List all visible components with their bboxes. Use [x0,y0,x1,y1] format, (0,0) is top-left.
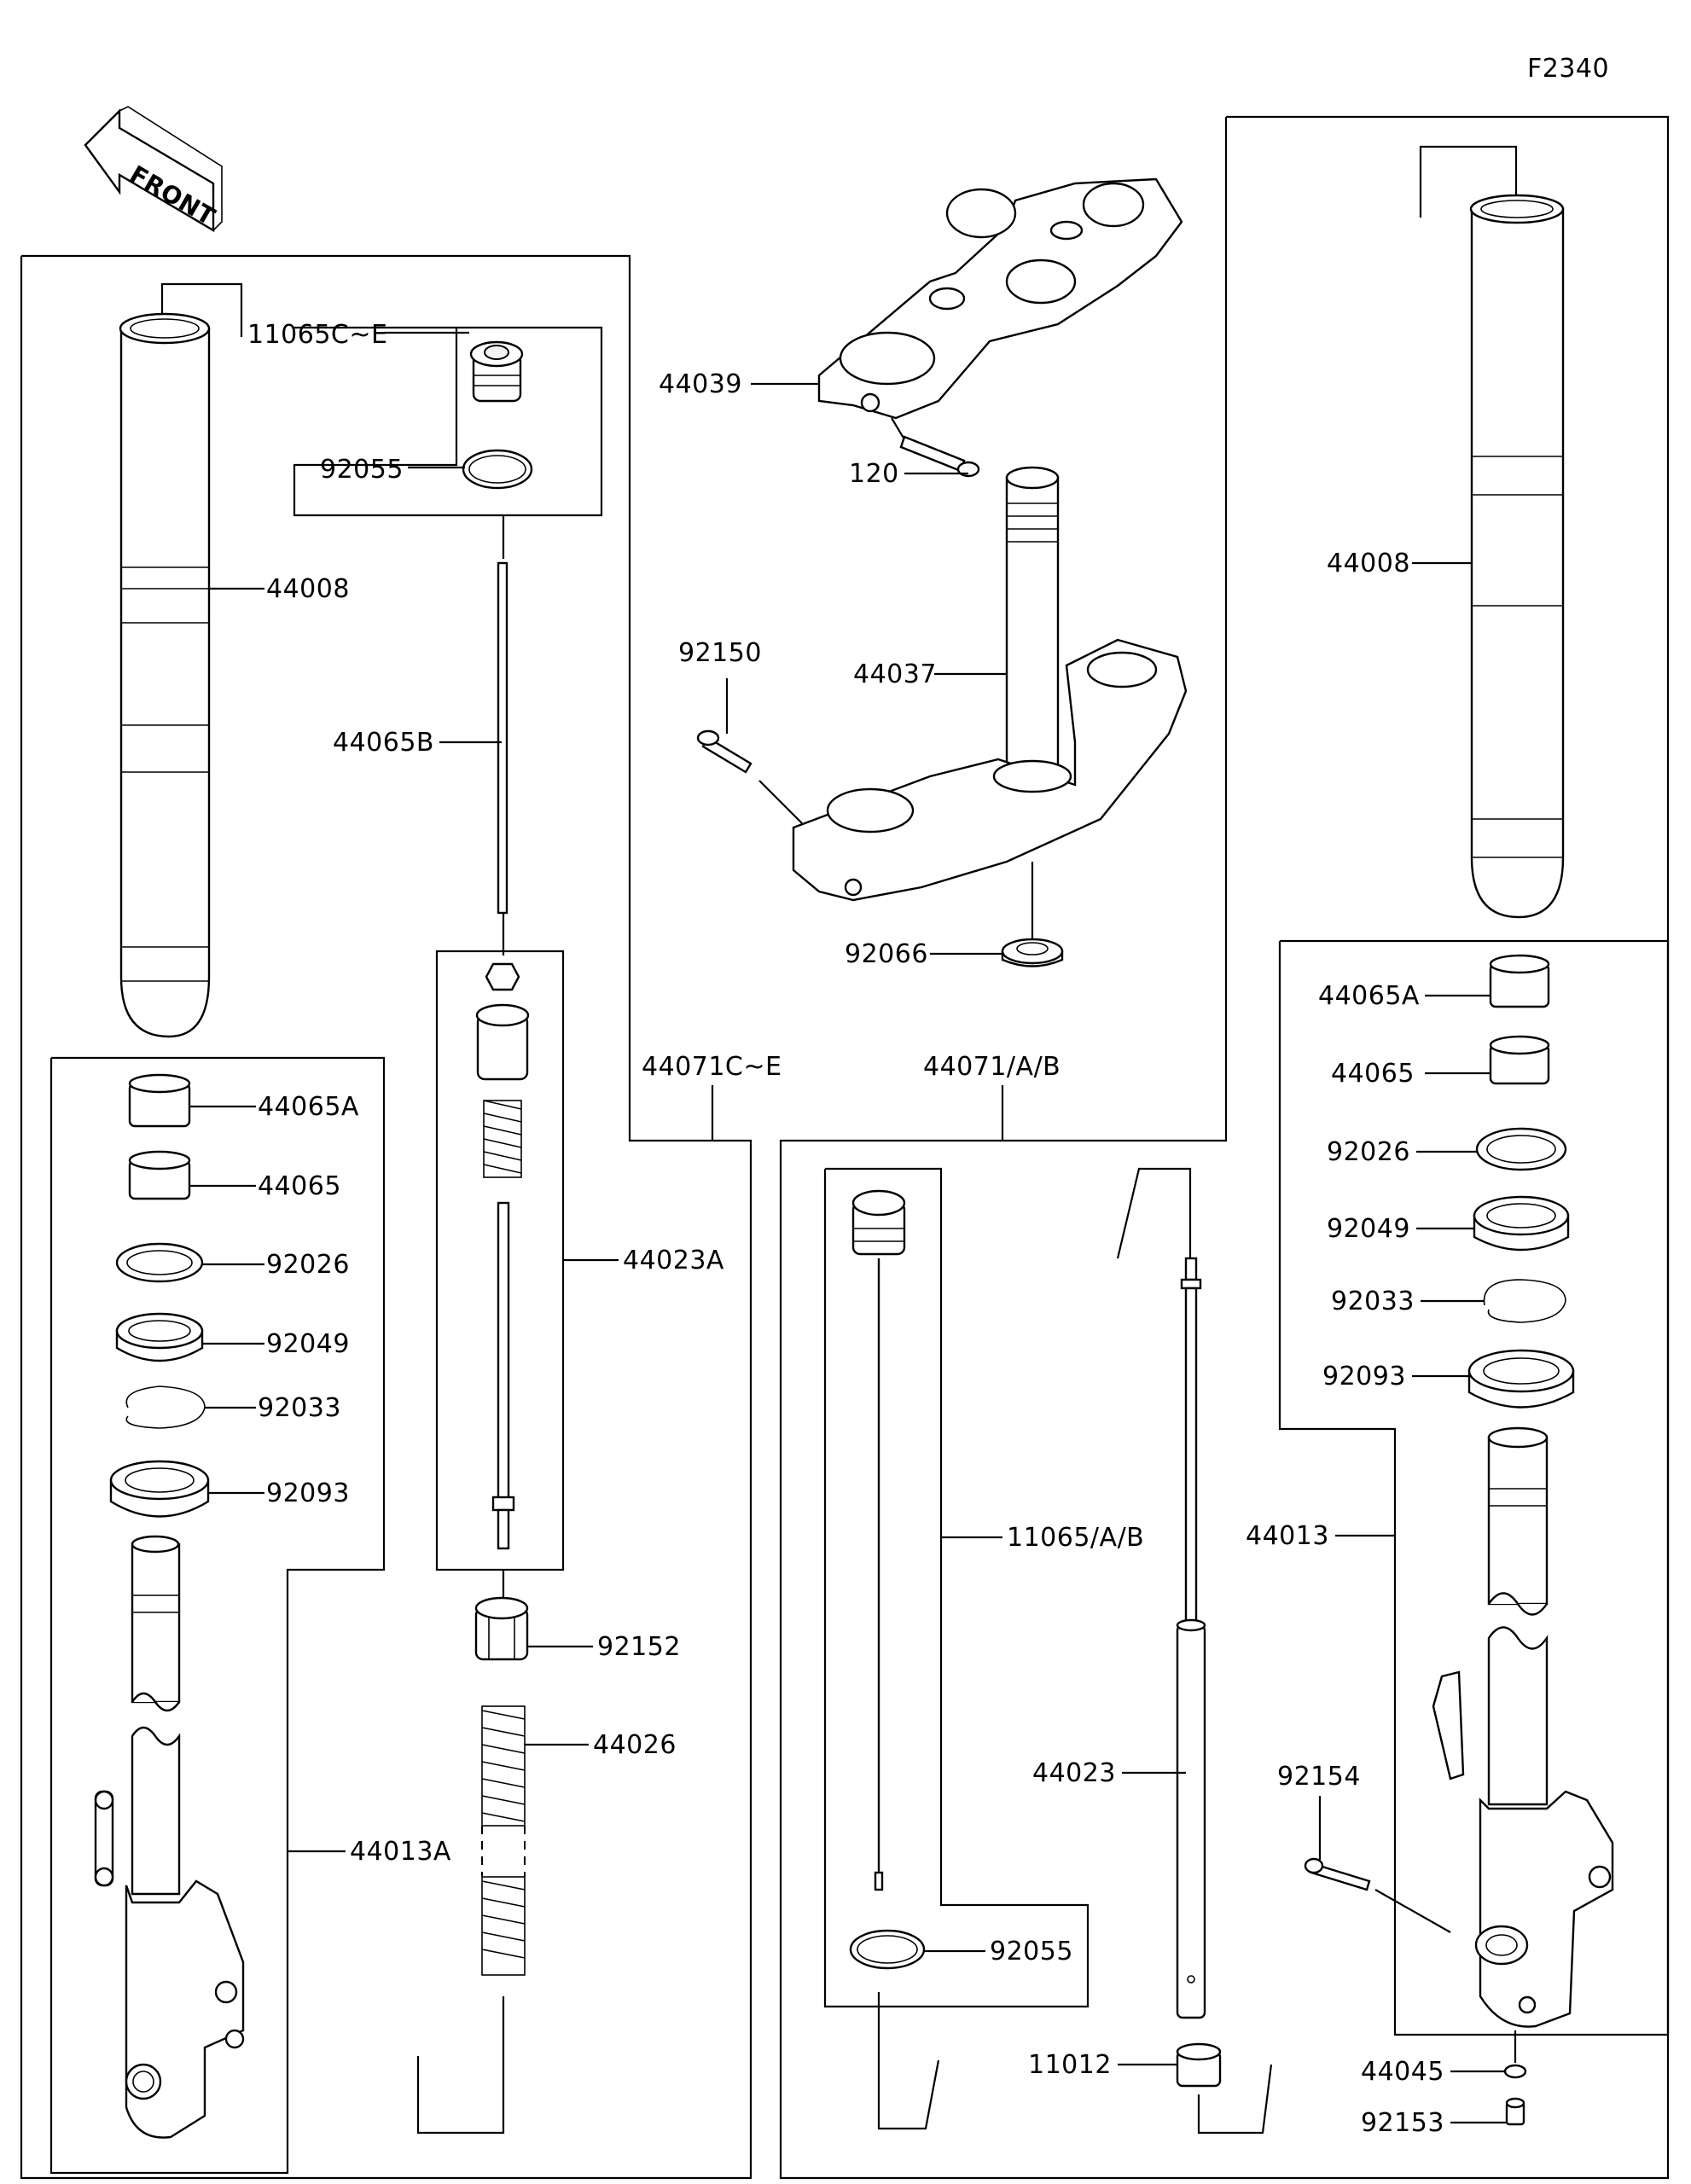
label-11012: 11012 [1028,2050,1112,2080]
right-dust-seal-92093 [1467,1349,1575,1409]
bolt-92150 [696,729,753,774]
label-92033-right: 92033 [1331,1287,1415,1316]
left-top-cap-11065CE [469,340,524,403]
diagram-code: F2340 [1527,54,1609,84]
left-inner-tube-44013A [94,1535,245,2139]
upper-triple-clamp-44039 [817,177,1183,420]
right-oil-seal-92049 [1473,1195,1570,1252]
right-top-cap-rod-11065AB [851,1189,906,1891]
bolt-92154 [1304,1857,1371,1891]
label-120: 120 [849,459,899,489]
label-92055-top: 92055 [320,455,404,485]
left-push-rod-44065B [497,561,508,915]
label-44013A: 44013A [350,1837,451,1867]
right-inner-tube-44013 [1432,1426,1614,2028]
front-direction-arrow-icon: FRONT [84,106,223,233]
left-o-ring-92055 [462,449,533,490]
label-44037: 44037 [853,659,937,689]
washer-44045 [1503,2064,1527,2079]
label-44045: 44045 [1361,2057,1444,2087]
steering-stem-44037 [792,466,1188,902]
left-dust-seal-92093 [109,1460,210,1518]
label-44023: 44023 [1032,1758,1116,1788]
label-44071AB: 44071/A/B [923,1052,1061,1082]
label-11065CE: 11065C~E [247,320,387,350]
label-44065A-right: 44065A [1318,981,1420,1011]
label-92055-bottom: 92055 [990,1937,1073,1966]
label-92152: 92152 [597,1632,681,1662]
label-92093-right: 92093 [1322,1362,1406,1391]
label-92026-right: 92026 [1327,1137,1410,1167]
label-92153: 92153 [1361,2108,1444,2138]
drain-bolt-92153 [1505,2097,1525,2126]
left-bushing-44065A [128,1073,191,1128]
label-44013: 44013 [1246,1521,1329,1551]
right-o-ring-92055 [849,1929,926,1970]
label-44065A-left: 44065A [258,1092,359,1122]
left-outer-tube-44008 [119,282,243,1038]
label-92049-right: 92049 [1327,1214,1410,1244]
left-nut-92152 [474,1596,529,1661]
label-92026-left: 92026 [266,1250,350,1280]
left-bushing-44065 [128,1150,191,1200]
label-44071CE: 44071C~E [642,1052,782,1082]
left-oil-seal-92049 [115,1312,204,1362]
label-44023A: 44023A [623,1246,724,1275]
bearing-92066 [1001,938,1064,967]
label-44065-right: 44065 [1331,1059,1415,1089]
left-circlip-92033 [125,1385,206,1429]
left-washer-92026 [115,1242,204,1283]
part-labels: 11065C~E 92055 44008 44065B 44065A 44065… [247,320,1444,2138]
label-44065-left: 44065 [258,1171,341,1201]
label-92049-left: 92049 [266,1329,350,1359]
bolt-120 [899,435,980,478]
right-washer-92026 [1475,1127,1567,1171]
label-44026: 44026 [593,1730,677,1760]
label-92150: 92150 [678,638,762,668]
right-bushing-44065A [1489,954,1550,1008]
right-circlip-92033 [1483,1279,1566,1323]
label-44008-left: 44008 [266,574,350,604]
right-bushing-44065 [1489,1035,1550,1085]
right-outer-tube-44008 [1419,145,1565,919]
right-damper-rod-44023 [1116,1167,1206,2019]
label-92033-left: 92033 [258,1393,341,1423]
left-cartridge-44023A [475,962,530,1550]
label-92093-left: 92093 [266,1478,350,1508]
label-92154: 92154 [1277,1762,1361,1792]
left-fork-spring-44026 [481,1705,526,1976]
label-92066: 92066 [845,939,928,969]
bushing-11012 [1176,2042,1222,2088]
label-11065AB: 11065/A/B [1007,1523,1144,1553]
label-44039: 44039 [659,369,742,399]
assembly-outlines [20,115,1670,2180]
label-44065B: 44065B [333,728,434,758]
leader-lines [189,331,1507,2124]
label-44008-right: 44008 [1327,549,1410,578]
